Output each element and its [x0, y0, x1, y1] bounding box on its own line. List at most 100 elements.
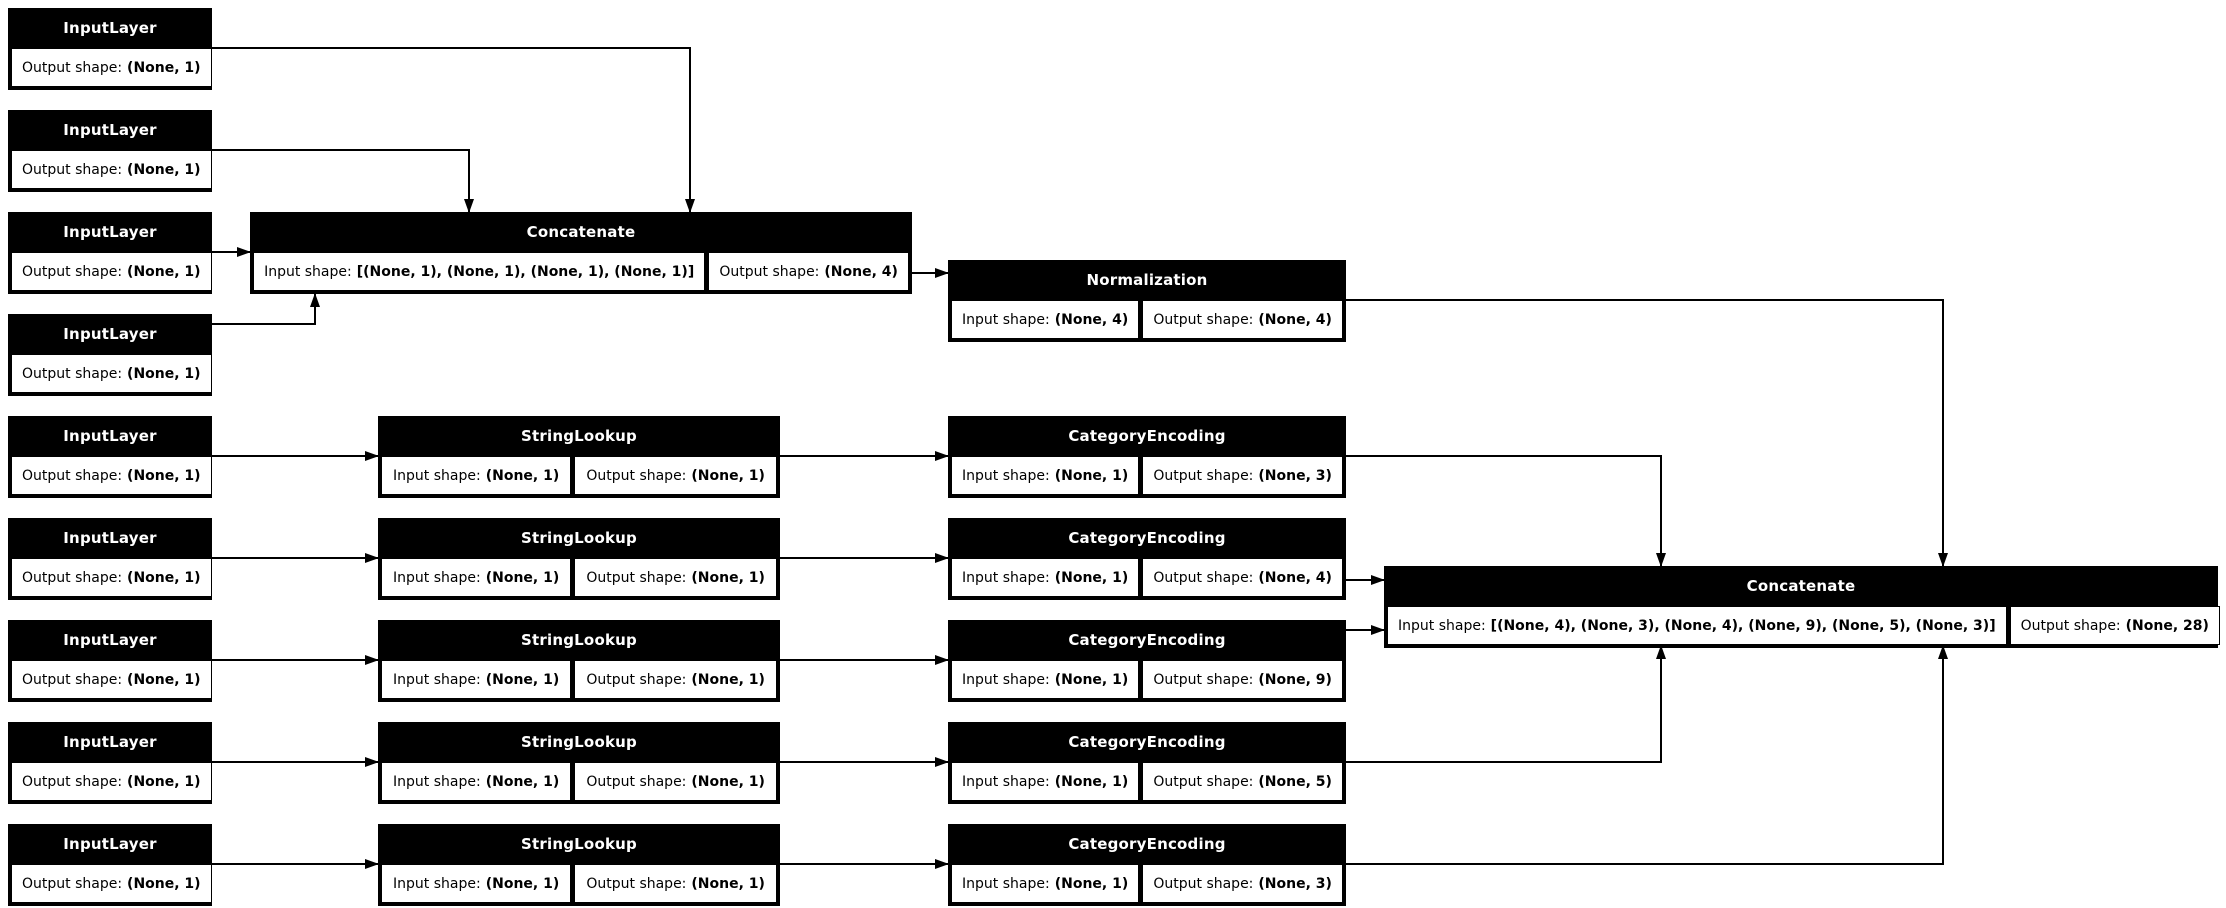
- shape-cell-label: Output shape:: [22, 59, 123, 76]
- shape-cell: Input shape:(None, 1): [381, 762, 572, 801]
- shape-cell-label: Output shape:: [586, 773, 687, 790]
- shape-cell-label: Output shape:: [22, 773, 123, 790]
- shape-cell-value: (None, 1): [1054, 569, 1129, 586]
- shape-cell-value: (None, 1): [485, 773, 560, 790]
- node-input_layer_4: InputLayer Output shape:(None, 1): [8, 314, 212, 396]
- layer-shape-cells: Output shape:(None, 1): [8, 558, 212, 600]
- shape-cell: Input shape:[(None, 1), (None, 1), (None…: [253, 252, 706, 291]
- shape-cell-label: Input shape:: [962, 569, 1050, 586]
- shape-cell: Output shape:(None, 1): [574, 864, 777, 903]
- shape-cell-value: (None, 1): [127, 365, 201, 382]
- shape-cell: Input shape:(None, 1): [951, 864, 1140, 903]
- shape-cell-label: Output shape:: [1153, 875, 1254, 892]
- layer-title: Concatenate: [526, 223, 636, 241]
- node-concatenate_1: Concatenate Input shape:[(None, 1), (Non…: [250, 212, 912, 294]
- shape-cell-value: [(None, 4), (None, 3), (None, 4), (None,…: [1490, 617, 1996, 634]
- shape-cell-label: Output shape:: [22, 263, 123, 280]
- shape-cell: Output shape:(None, 1): [11, 354, 212, 393]
- layer-shape-cells: Output shape:(None, 1): [8, 456, 212, 498]
- shape-cell-value: [(None, 1), (None, 1), (None, 1), (None,…: [356, 263, 695, 280]
- shape-cell-label: Output shape:: [2020, 617, 2121, 634]
- shape-cell-label: Output shape:: [586, 671, 687, 688]
- edge-input_layer_4-to-concatenate_1: [212, 293, 320, 325]
- shape-cell-value: (None, 4): [1054, 311, 1129, 328]
- shape-cell: Input shape:(None, 1): [381, 456, 572, 495]
- shape-cell: Output shape:(None, 1): [574, 762, 777, 801]
- node-input_layer_2: InputLayer Output shape:(None, 1): [8, 110, 212, 192]
- shape-cell-value: (None, 1): [485, 875, 560, 892]
- shape-cell-value: (None, 28): [2125, 617, 2209, 634]
- shape-cell-value: (None, 3): [1258, 467, 1332, 484]
- shape-cell-value: (None, 3): [1258, 875, 1332, 892]
- layer-title: InputLayer: [63, 835, 157, 853]
- shape-cell: Input shape:(None, 1): [951, 558, 1140, 597]
- node-input_layer_8: InputLayer Output shape:(None, 1): [8, 722, 212, 804]
- shape-cell: Output shape:(None, 1): [11, 660, 212, 699]
- shape-cell-label: Input shape:: [393, 467, 481, 484]
- shape-cell: Output shape:(None, 1): [574, 456, 777, 495]
- shape-cell-label: Output shape:: [586, 875, 687, 892]
- shape-cell: Output shape:(None, 1): [11, 252, 212, 291]
- shape-cell-value: (None, 4): [1258, 311, 1332, 328]
- shape-cell: Output shape:(None, 4): [1142, 558, 1343, 597]
- shape-cell-value: (None, 1): [127, 875, 201, 892]
- layer-title: StringLookup: [521, 427, 637, 445]
- shape-cell: Output shape:(None, 1): [574, 660, 777, 699]
- shape-cell-label: Output shape:: [22, 365, 123, 382]
- edge-input_layer_2-to-concatenate_1: [212, 149, 474, 213]
- layer-title: Concatenate: [1746, 577, 1856, 595]
- layer-title: InputLayer: [63, 325, 157, 343]
- shape-cell-label: Input shape:: [393, 773, 481, 790]
- shape-cell: Output shape:(None, 1): [11, 48, 212, 87]
- layer-shape-cells: Input shape:(None, 1)Output shape:(None,…: [378, 558, 780, 600]
- layer-title: InputLayer: [63, 427, 157, 445]
- shape-cell-label: Input shape:: [393, 671, 481, 688]
- shape-cell-label: Input shape:: [962, 467, 1050, 484]
- node-input_layer_9: InputLayer Output shape:(None, 1): [8, 824, 212, 906]
- shape-cell: Output shape:(None, 3): [1142, 456, 1343, 495]
- shape-cell: Output shape:(None, 1): [11, 558, 212, 597]
- node-string_lookup_1: StringLookup Input shape:(None, 1)Output…: [378, 416, 780, 498]
- layer-title: InputLayer: [63, 733, 157, 751]
- shape-cell-value: (None, 1): [127, 671, 201, 688]
- shape-cell-label: Output shape:: [1153, 569, 1254, 586]
- layer-shape-cells: Input shape:(None, 4)Output shape:(None,…: [948, 300, 1346, 342]
- shape-cell-value: (None, 1): [485, 467, 560, 484]
- shape-cell: Output shape:(None, 5): [1142, 762, 1343, 801]
- shape-cell-value: (None, 1): [1054, 671, 1129, 688]
- shape-cell-label: Output shape:: [1153, 773, 1254, 790]
- shape-cell-label: Output shape:: [1153, 467, 1254, 484]
- layer-shape-cells: Input shape:(None, 1)Output shape:(None,…: [378, 762, 780, 804]
- shape-cell-label: Input shape:: [962, 773, 1050, 790]
- shape-cell-label: Output shape:: [22, 569, 123, 586]
- shape-cell-value: (None, 1): [485, 671, 560, 688]
- shape-cell-value: (None, 5): [1258, 773, 1332, 790]
- layer-title: Normalization: [1086, 271, 1208, 289]
- node-concatenate_2: Concatenate Input shape:[(None, 4), (Non…: [1384, 566, 2220, 648]
- shape-cell-value: (None, 1): [1054, 467, 1129, 484]
- layer-title: StringLookup: [521, 631, 637, 649]
- layer-shape-cells: Input shape:(None, 1) Output shape:(None,…: [948, 456, 1346, 498]
- layer-shape-cells: Output shape:(None, 1): [8, 864, 212, 906]
- layer-title: InputLayer: [63, 121, 157, 139]
- edge-category_encoding_5-to-concatenate_2: [1346, 645, 1948, 865]
- shape-cell-label: Output shape:: [22, 875, 123, 892]
- layer-title: CategoryEncoding: [1068, 427, 1226, 445]
- layer-shape-cells: Input shape:(None, 1)Output shape:(None,…: [378, 456, 780, 498]
- shape-cell-value: (None, 1): [485, 569, 560, 586]
- node-string_lookup_4: StringLookup Input shape:(None, 1)Output…: [378, 722, 780, 804]
- layer-shape-cells: Output shape:(None, 1): [8, 150, 212, 192]
- node-category_encoding_1: CategoryEncoding Input shape:(None, 1) Ou…: [948, 416, 1346, 498]
- layer-title: InputLayer: [63, 631, 157, 649]
- shape-cell: Input shape:(None, 1): [381, 660, 572, 699]
- layer-shape-cells: Output shape:(None, 1): [8, 48, 212, 90]
- layer-title: InputLayer: [63, 19, 157, 37]
- shape-cell-value: (None, 1): [691, 773, 765, 790]
- shape-cell: Output shape:(None, 1): [574, 558, 777, 597]
- shape-cell-label: Output shape:: [1153, 671, 1254, 688]
- shape-cell-value: (None, 1): [127, 467, 201, 484]
- layer-shape-cells: Input shape:(None, 1)Output shape:(None,…: [378, 660, 780, 702]
- shape-cell-value: (None, 1): [1054, 875, 1129, 892]
- layer-shape-cells: Input shape:(None, 1)Output shape:(None,…: [378, 864, 780, 906]
- edge-category_encoding_1-to-concatenate_2: [1346, 455, 1666, 567]
